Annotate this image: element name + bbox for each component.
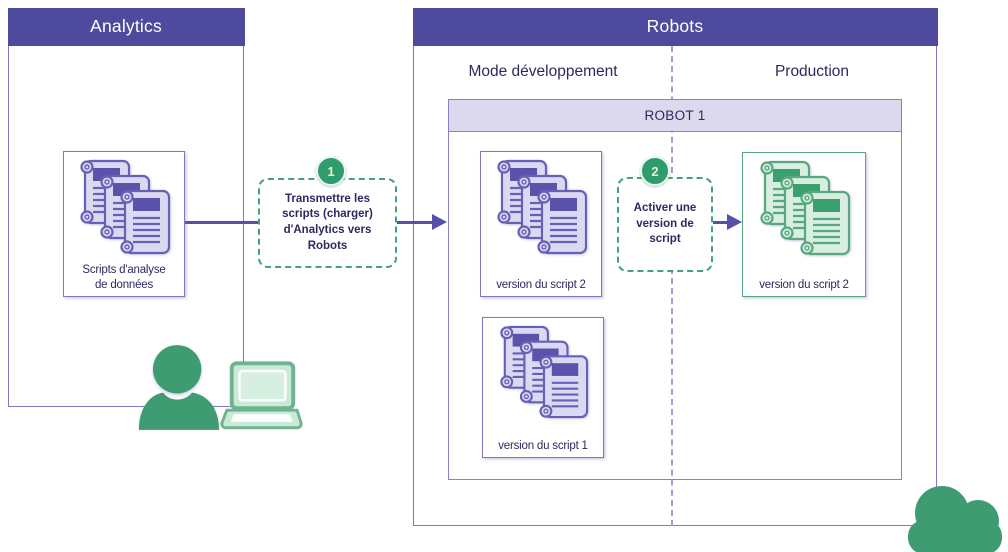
step2-box: Activer une version de script (617, 177, 713, 272)
step2-badge: 2 (640, 156, 670, 186)
scripts-stack-icon (500, 325, 589, 419)
dev-prod-divider-dashed-line (671, 46, 673, 526)
arrow-activate-line (712, 221, 730, 224)
robots-panel-header: Robots (412, 7, 938, 46)
scripts-stack-green-icon (760, 160, 851, 256)
step1-box: Transmettre les scripts (charger) d'Anal… (258, 178, 397, 268)
step1-badge: 1 (316, 156, 346, 186)
analytics-scripts-label: Scripts d'analyse de données (82, 264, 166, 291)
prod-script-version2-box: version du script 2 (742, 152, 866, 297)
analytics-panel: Analytics (7, 7, 245, 407)
dev-script-version2-box: version du script 2 (480, 151, 602, 297)
prod-column-label: Production (774, 63, 850, 80)
arrow-analytics-to-robots-head (432, 214, 447, 230)
prod-script-version2-label: version du script 2 (759, 278, 849, 291)
dev-column-label: Mode développement (468, 63, 618, 80)
dev-script-version2-label: version du script 2 (496, 278, 586, 291)
laptop-icon (220, 361, 303, 430)
analytics-panel-header: Analytics (7, 7, 245, 46)
robot1-header: ROBOT 1 (449, 100, 901, 132)
person-icon (138, 345, 220, 430)
dev-script-version1-box: version du script 1 (482, 317, 604, 458)
arrow-activate-head (727, 214, 742, 230)
scripts-stack-icon (497, 159, 588, 255)
cloud-icon (908, 486, 1002, 552)
scripts-stack-icon (80, 159, 171, 255)
robot1-box: ROBOT 1 (448, 99, 902, 480)
dev-script-version1-label: version du script 1 (498, 439, 588, 452)
analytics-scripts-box: Scripts d'analyse de données (63, 151, 185, 297)
